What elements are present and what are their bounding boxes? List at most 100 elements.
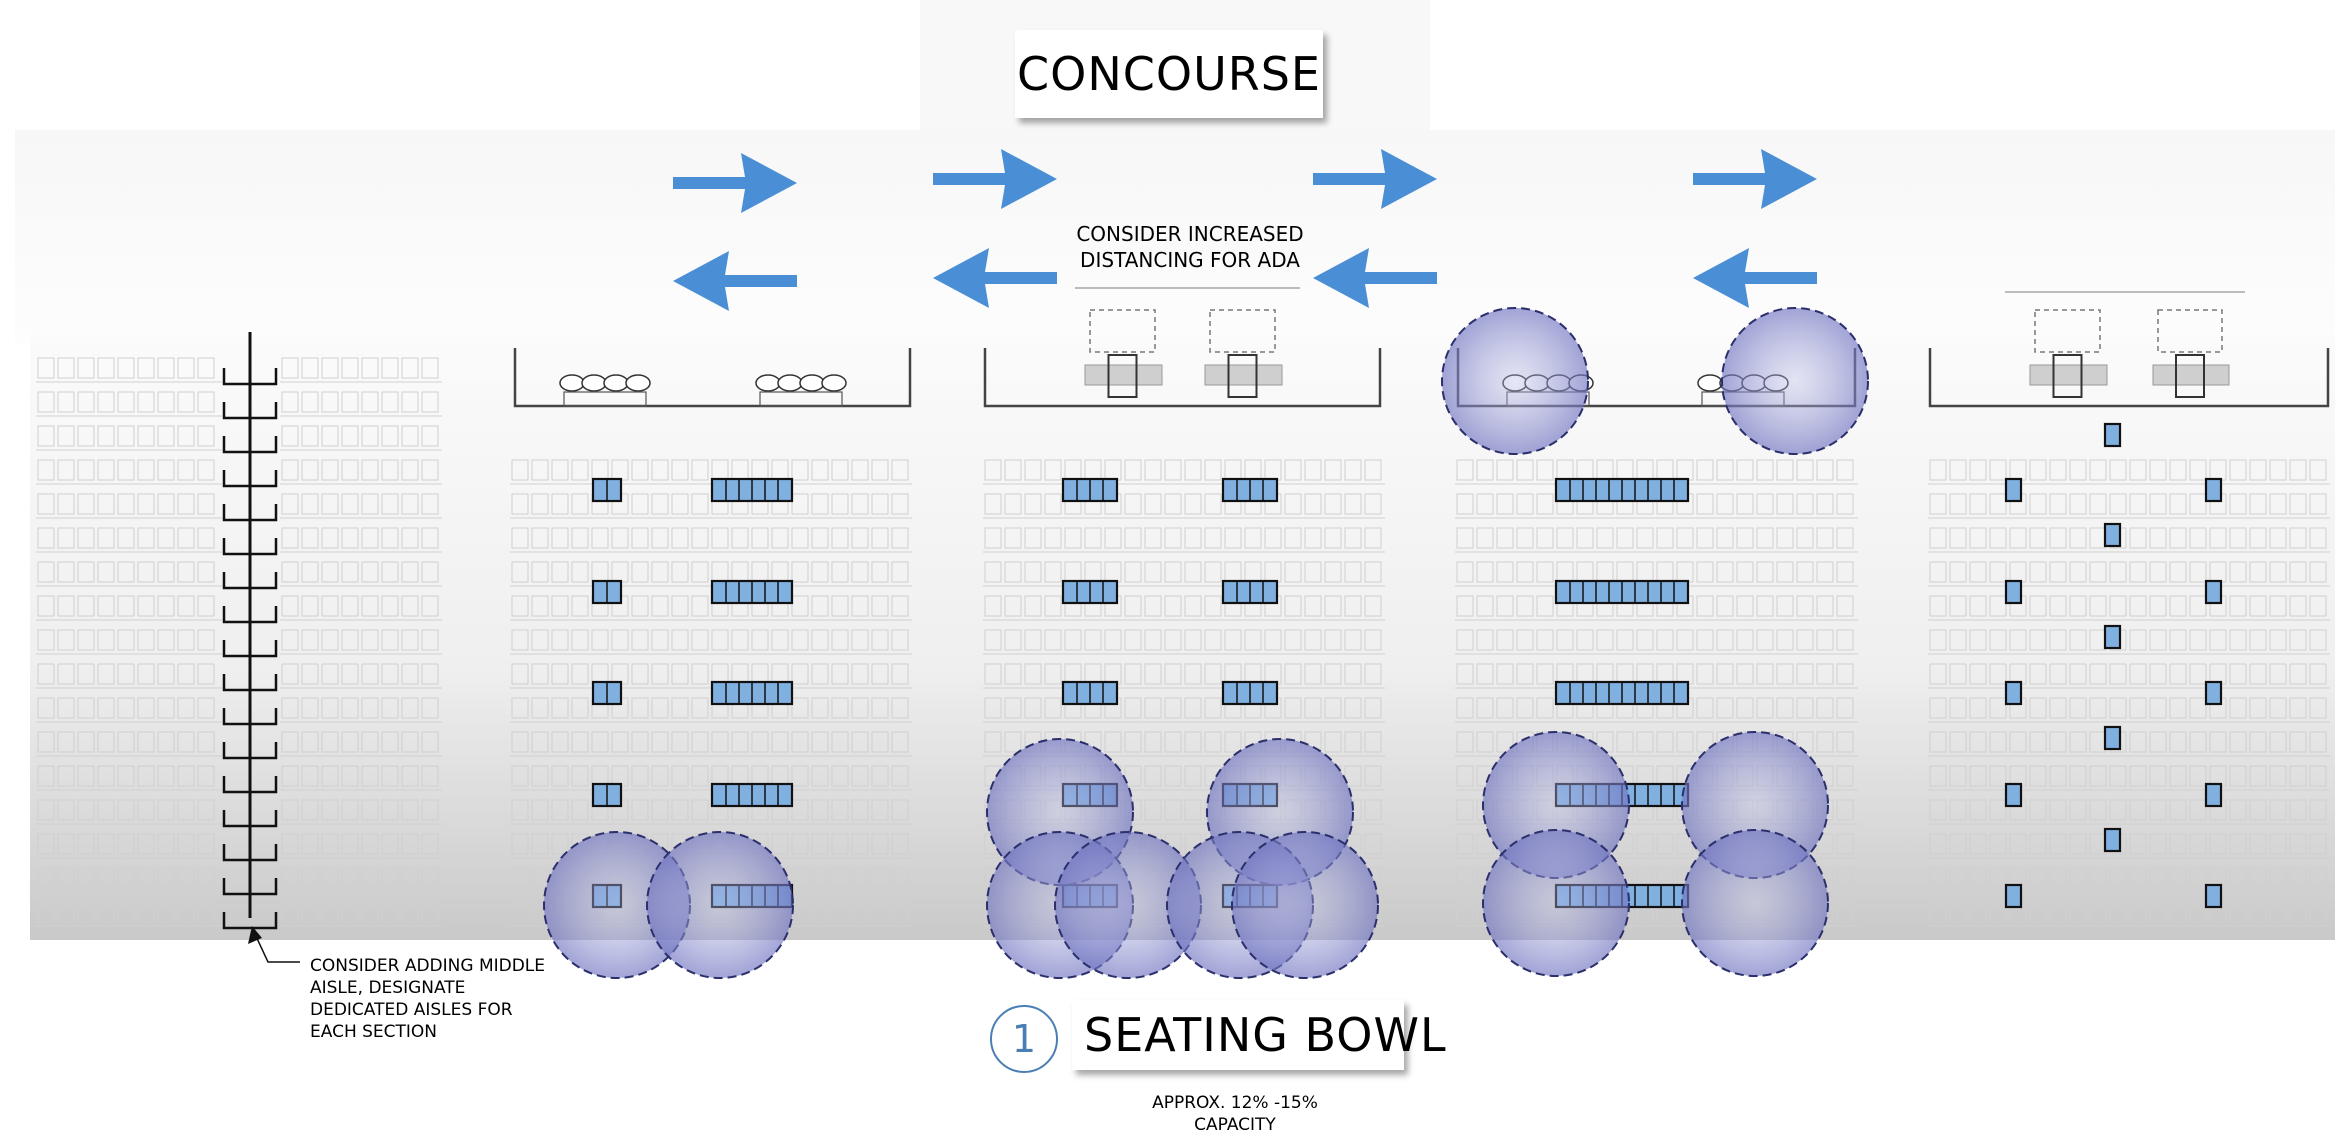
seat [361,561,379,583]
seat [571,459,589,481]
seat [2149,629,2167,651]
seat [57,833,75,855]
seat [1556,527,1574,549]
ada-space-box [2034,309,2101,353]
seat [77,731,95,753]
capacity-line: APPROX. 12% -15% [1152,1093,1318,1113]
seat [1284,629,1302,651]
seat [97,527,115,549]
seat [2149,697,2167,719]
seat [401,561,419,583]
seat [691,629,709,651]
seat [2109,765,2127,787]
seat [1144,493,1162,515]
seat [1476,561,1494,583]
seat [571,595,589,617]
seat [97,561,115,583]
seat [2289,697,2307,719]
seat [1024,595,1042,617]
seat [1124,493,1142,515]
seat [1989,561,2007,583]
seat [1004,459,1022,481]
seat [1756,493,1774,515]
seat [117,799,135,821]
seat [651,799,669,821]
seat [157,493,175,515]
seat [1989,765,2007,787]
seat [571,629,589,651]
seat [2069,901,2087,923]
seat [1124,459,1142,481]
seat [197,799,215,821]
seat [791,561,809,583]
seat [871,867,889,889]
seat [2049,663,2067,685]
seat [2249,867,2267,889]
seat [281,799,299,821]
seat [137,833,155,855]
seat [891,561,909,583]
seat [1816,459,1834,481]
occupied-seat-group-frame [2004,883,2023,909]
seat [2229,561,2247,583]
seat [2029,697,2047,719]
seat [611,629,629,651]
seat [97,391,115,413]
ada-platform [2152,364,2230,386]
seat [381,595,399,617]
seat [1736,561,1754,583]
seat [2149,833,2167,855]
seat [1776,493,1794,515]
seat [2309,833,2327,855]
seat [1969,833,1987,855]
aisle-step [222,504,278,522]
seat [2089,799,2107,821]
seat [57,493,75,515]
seat [1989,493,2007,515]
seat [811,697,829,719]
seat [1456,765,1474,787]
seat [1044,493,1062,515]
seat [2049,561,2067,583]
seat [2109,663,2127,685]
seat [37,731,55,753]
seat [421,663,439,685]
seat [37,425,55,447]
aisle-step [222,368,278,386]
seat [2069,663,2087,685]
seat [1164,629,1182,651]
seat [1516,527,1534,549]
seat [511,765,529,787]
seat [421,391,439,413]
seat [1324,697,1342,719]
seat [1949,867,1967,889]
seat [1184,629,1202,651]
seat [2029,595,2047,617]
seat [77,867,95,889]
seat [1736,493,1754,515]
seat [37,459,55,481]
section-number-badge: 1 [990,1005,1058,1073]
seat [1364,663,1382,685]
seat [711,629,729,651]
seat [2149,867,2167,889]
seat [1836,833,1854,855]
seat [177,629,195,651]
seat [301,833,319,855]
seat [831,697,849,719]
seat [341,425,359,447]
seat [2229,493,2247,515]
occupied-seat-group [1554,680,1690,706]
seat [1284,493,1302,515]
seat [77,595,95,617]
seat [1124,731,1142,753]
seat [1456,629,1474,651]
seat [57,697,75,719]
aisle-note: CONSIDER ADDING MIDDLE AISLE, DESIGNATE … [310,955,570,1043]
seat [361,629,379,651]
seat [301,663,319,685]
seat [851,833,869,855]
seat [1284,459,1302,481]
seat [1989,527,2007,549]
seat [1836,459,1854,481]
